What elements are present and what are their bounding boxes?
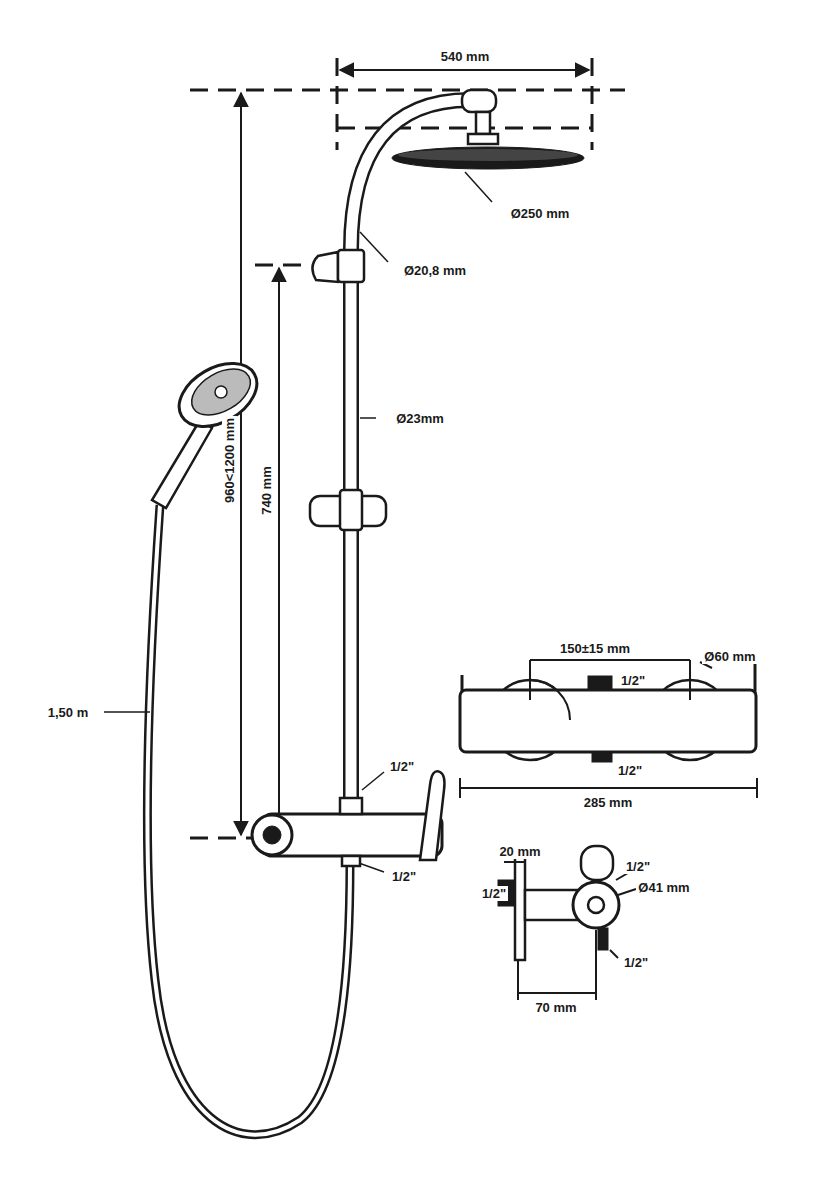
dimension-label: 1/2"	[624, 859, 652, 874]
dimension-label: 1/2"	[388, 759, 416, 774]
dimension-label: 540 mm	[439, 49, 491, 64]
dimension-label: 1,50 m	[46, 705, 90, 720]
dimension-label: 1/2"	[619, 673, 647, 688]
dimension-label: Ø20,8 mm	[402, 263, 468, 278]
dimension-label: 960<1200 mm	[222, 416, 237, 505]
dimension-label: 70 mm	[533, 1000, 578, 1015]
dimension-label: Ø23mm	[394, 411, 446, 426]
dimension-label: 20 mm	[497, 844, 542, 859]
dimension-label: 1/2"	[480, 886, 508, 901]
dimension-label: 285 mm	[582, 795, 634, 810]
dimension-label: 1/2"	[622, 955, 650, 970]
dimension-label: Ø250 mm	[509, 206, 572, 221]
dimension-label: 1/2"	[390, 869, 418, 884]
dimension-label: 1/2"	[616, 763, 644, 778]
dimension-label: 150±15 mm	[558, 641, 632, 656]
dimension-label: Ø41 mm	[636, 880, 691, 895]
dimension-label: Ø60 mm	[702, 649, 757, 664]
dimension-label: 740 mm	[258, 464, 273, 516]
